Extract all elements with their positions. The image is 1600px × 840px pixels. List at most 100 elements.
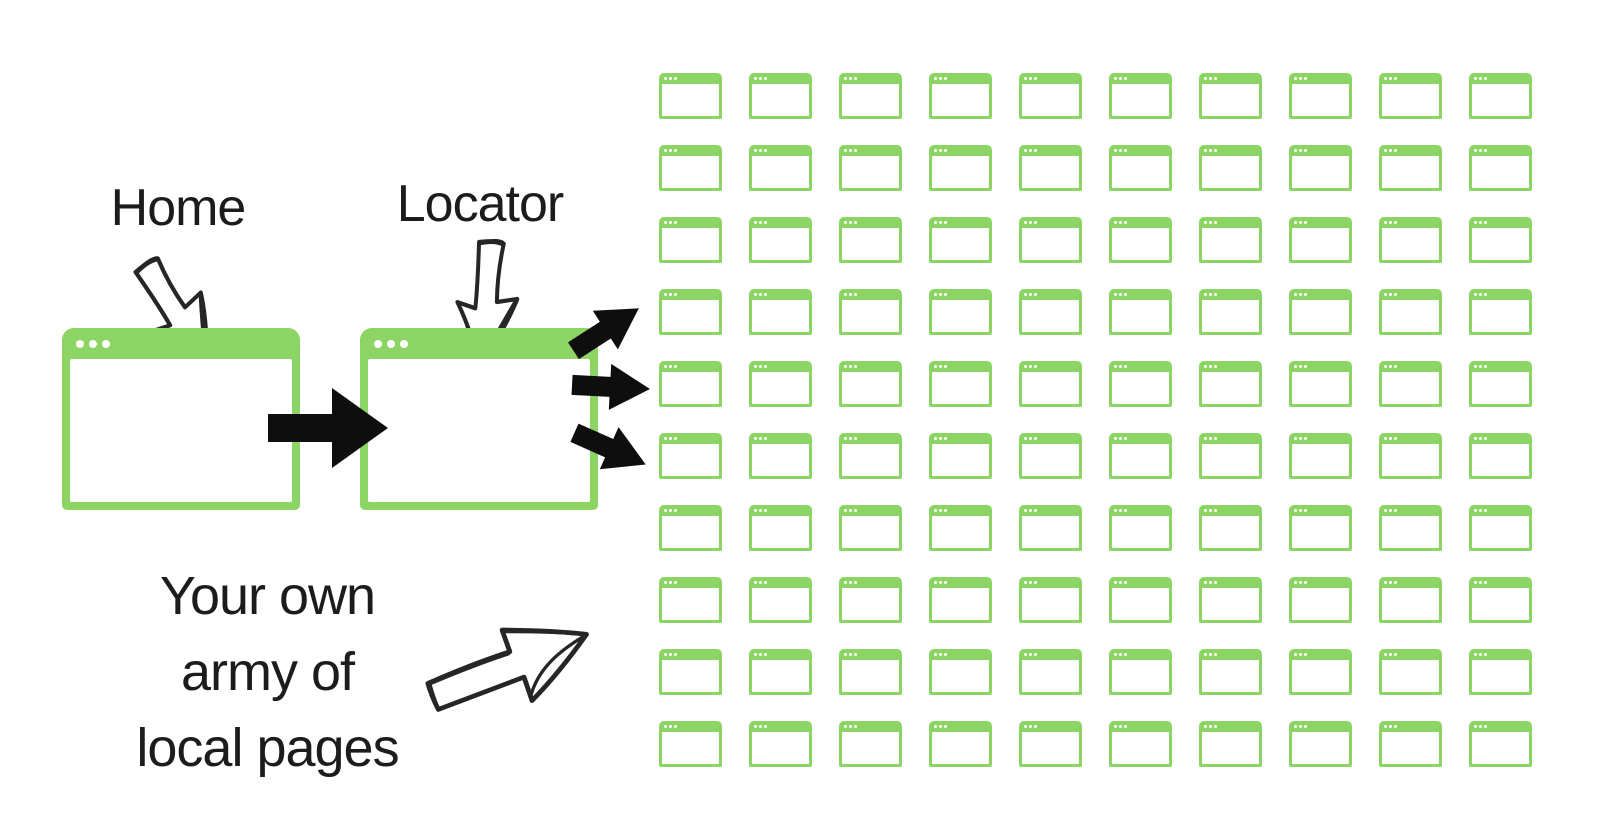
window-dot [1294,581,1297,584]
window-dot [1474,581,1477,584]
window-dot [939,365,942,368]
window-dot [854,221,857,224]
window-dot [1124,77,1127,80]
window-dot [944,725,947,728]
window-titlebar [1379,145,1442,156]
local-page-window [929,361,992,407]
local-page-window [1199,721,1262,767]
window-titlebar [1109,577,1172,588]
window-dot [1029,221,1032,224]
window-dot [854,653,857,656]
window-dot [1114,509,1117,512]
local-page-window [1469,217,1532,263]
window-dot [844,221,847,224]
window-content [1292,444,1349,476]
window-titlebar [1379,721,1442,732]
window-content [1382,444,1439,476]
window-titlebar [1019,289,1082,300]
window-content [752,372,809,404]
local-page-window [839,721,902,767]
local-page-window [929,145,992,191]
window-dot [1114,293,1117,296]
window-dot [844,365,847,368]
window-content [842,300,899,332]
window-dot [374,339,382,348]
window-dot [1209,293,1212,296]
window-titlebar [659,289,722,300]
window-content [1382,660,1439,692]
window-content [1022,588,1079,620]
window-titlebar [1019,361,1082,372]
window-titlebar [659,73,722,84]
local-page-window [1289,361,1352,407]
window-dot [944,149,947,152]
window-dot [1204,653,1207,656]
window-dot [1484,653,1487,656]
window-content [1022,660,1079,692]
local-page-window [1109,433,1172,479]
window-dot [1304,653,1307,656]
local-page-window [749,217,812,263]
local-page-window [839,361,902,407]
window-titlebar [839,505,902,516]
window-content [1472,84,1529,116]
window-dot [944,509,947,512]
window-dot [1394,149,1397,152]
window-dot [1114,437,1117,440]
window-titlebar [1379,73,1442,84]
window-dot [934,653,937,656]
window-dot [664,437,667,440]
local-page-window [1199,649,1262,695]
local-page-window [839,217,902,263]
window-titlebar [929,577,992,588]
local-page-window [929,217,992,263]
window-dot [1214,581,1217,584]
local-page-window [1469,649,1532,695]
local-page-window [929,433,992,479]
local-page-window [929,649,992,695]
local-page-window [1379,505,1442,551]
window-content [932,516,989,548]
local-page-window [1289,649,1352,695]
window-dot [669,653,672,656]
window-dot [1384,509,1387,512]
window-titlebar [1289,433,1352,444]
window-content [1472,588,1529,620]
window-dot [1299,437,1302,440]
local-page-window [1289,577,1352,623]
window-dot [1119,293,1122,296]
window-dot [669,149,672,152]
window-content [662,516,719,548]
window-dot [1474,77,1477,80]
window-dot [1124,365,1127,368]
local-page-window [1289,433,1352,479]
window-content [752,732,809,764]
window-content [842,732,899,764]
caption-line: Your own [159,566,376,626]
window-dot [1029,509,1032,512]
window-content [752,228,809,260]
window-dot [1299,725,1302,728]
window-content [368,359,590,502]
window-titlebar [1289,577,1352,588]
local-page-window [1379,577,1442,623]
window-dot [1304,509,1307,512]
window-titlebar [1199,217,1262,228]
window-dot [1394,221,1397,224]
window-dot [754,725,757,728]
window-dot [1124,581,1127,584]
window-dot [674,581,677,584]
window-titlebar [749,721,812,732]
window-titlebar [1379,505,1442,516]
window-dot [849,149,852,152]
window-dot [1119,581,1122,584]
window-dot [1209,581,1212,584]
window-dot [764,365,767,368]
window-dot [764,221,767,224]
window-titlebar [1379,649,1442,660]
window-content [662,444,719,476]
window-dot [1209,437,1212,440]
window-dot [1389,581,1392,584]
window-dot [934,293,937,296]
window-dot [854,77,857,80]
